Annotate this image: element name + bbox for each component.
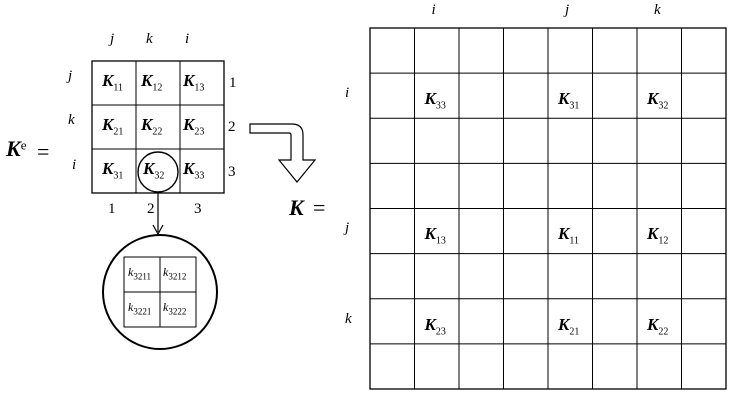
ke-right-number-2: 2 [228,119,236,135]
ke-bottom-number-1: 1 [108,201,116,217]
ke-right-number-3: 3 [228,164,236,180]
global-grid [369,27,727,390]
k-cell-32: K32 [647,89,669,112]
ke-cell-32: K32 [143,159,165,182]
ke-right-number-1: 1 [229,75,237,91]
zoom-arrow-head [152,224,164,236]
ke-symbol: K [6,136,21,161]
ke-row-label-j: j [68,68,73,84]
k-cell-33: K33 [424,89,446,112]
k-cell-12: K12 [647,224,669,247]
ke-bottom-number-2: 2 [147,201,155,217]
ke-cell-11: K11 [102,71,123,94]
k-row-label-i: i [345,85,350,102]
ke-col-label-k: k [146,31,153,47]
zoom-cell-12: k3212 [163,265,187,282]
ke-col-label-i: i [185,31,190,47]
k-cell-11: K11 [558,224,579,247]
ke-equals: = [37,139,50,164]
k-equals: = [313,195,326,220]
ke-row-label-i: i [72,157,77,173]
ke-col-label-j: j [110,31,115,47]
ke-cell-23: K23 [183,115,205,138]
k-cell-21: K21 [558,314,580,337]
k-cell-22: K22 [647,314,669,337]
k-col-label-j: j [565,2,570,18]
ke-superscript: e [20,137,27,153]
k-cell-31: K31 [558,89,580,112]
k-row-label-k: k [345,310,352,327]
k-cell-23: K23 [424,314,446,337]
zoom-cell-11: k3211 [128,265,151,282]
k-col-label-k: k [654,2,661,18]
ke-cell-31: K31 [102,159,124,182]
zoom-circle [102,234,218,350]
ke-cell-33: K33 [183,159,205,182]
ke-label: Ke [6,136,26,162]
k-symbol: K [289,195,304,220]
ke-bottom-number-3: 3 [194,201,202,217]
k-col-label-i: i [431,2,436,18]
ke-cell-12: K12 [141,71,163,94]
ke-row-label-k: k [68,112,75,128]
ke-cell-22: K22 [141,115,163,138]
zoom-cell-22: k3222 [163,300,187,317]
ke-cell-21: K21 [102,115,124,138]
zoom-cell-21: k3221 [128,300,152,317]
k-cell-13: K13 [424,224,446,247]
assembly-arrow [249,123,317,183]
k-row-label-j: j [345,220,350,237]
ke-cell-13: K13 [183,71,205,94]
